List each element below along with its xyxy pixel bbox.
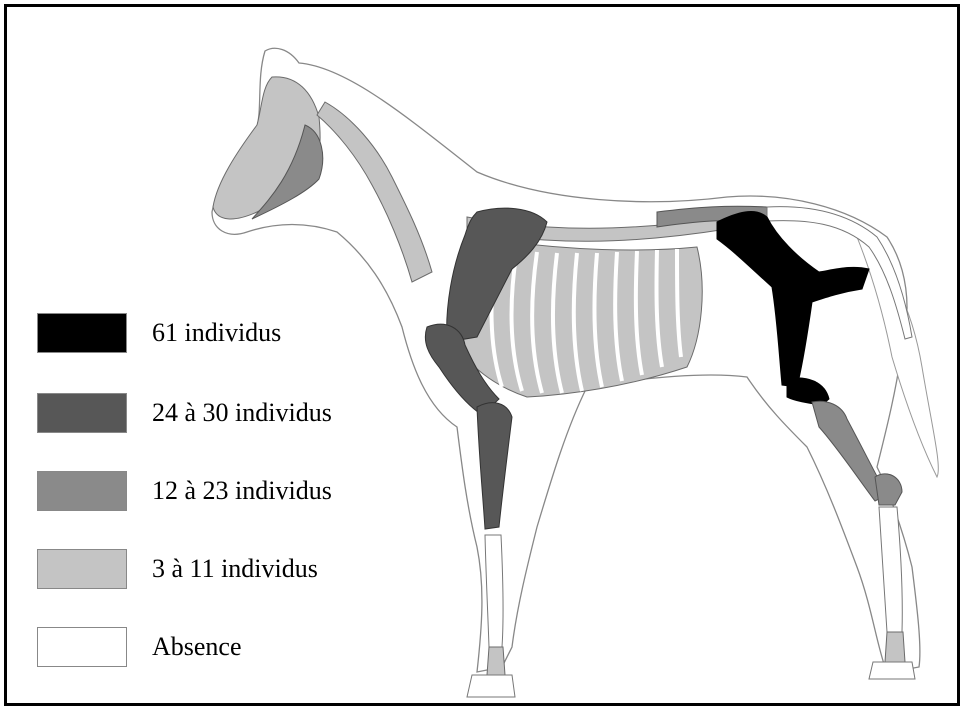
rear-pastern-bone bbox=[885, 632, 905, 662]
front-pastern-bone bbox=[487, 647, 505, 675]
legend-label: 61 individus bbox=[152, 318, 281, 348]
figure-frame: 61 individus 24 à 30 individus 12 à 23 i… bbox=[4, 4, 960, 706]
legend-swatch bbox=[37, 627, 127, 667]
legend-item-absence: Absence bbox=[37, 626, 242, 668]
legend-item-61: 61 individus bbox=[37, 312, 281, 354]
legend-label: 24 à 30 individus bbox=[152, 398, 332, 428]
legend-item-12-23: 12 à 23 individus bbox=[37, 470, 332, 512]
legend-swatch bbox=[37, 313, 127, 353]
hock-bone bbox=[875, 474, 902, 505]
horse-skeleton-diagram bbox=[7, 7, 957, 703]
legend-swatch bbox=[37, 549, 127, 589]
legend-label: 12 à 23 individus bbox=[152, 476, 332, 506]
legend-swatch bbox=[37, 393, 127, 433]
legend-label: Absence bbox=[152, 632, 242, 662]
front-hoof bbox=[467, 675, 515, 697]
legend-item-3-11: 3 à 11 individus bbox=[37, 548, 318, 590]
rear-hoof bbox=[869, 662, 915, 679]
legend-swatch bbox=[37, 471, 127, 511]
legend-label: 3 à 11 individus bbox=[152, 554, 318, 584]
legend-item-24-30: 24 à 30 individus bbox=[37, 392, 332, 434]
